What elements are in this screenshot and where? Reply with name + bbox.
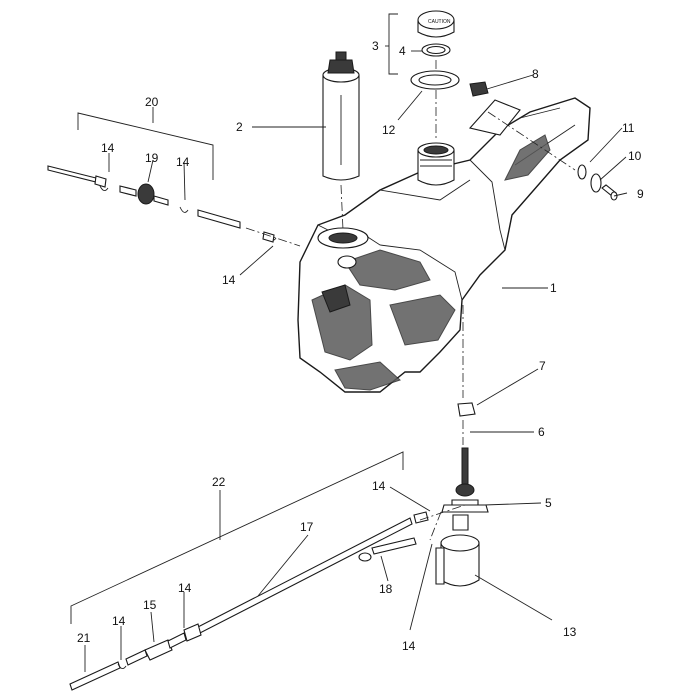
fuel-tank	[297, 97, 591, 393]
fuel-valve-assembly	[441, 402, 489, 513]
callout-14-lower: 14	[402, 639, 416, 653]
callout-7: 7	[539, 359, 546, 373]
callout-14-end: 14	[112, 614, 126, 628]
filter-cup	[435, 514, 480, 587]
callout-17: 17	[300, 520, 314, 534]
fuel-line-assembly	[69, 511, 429, 691]
short-hose	[358, 537, 417, 562]
bracket-lines	[70, 13, 404, 624]
callout-6: 6	[538, 425, 545, 439]
callout-3: 3	[372, 39, 379, 53]
callout-14-left: 14	[101, 141, 115, 155]
clip	[469, 81, 489, 97]
callout-14-upper: 14	[372, 479, 386, 493]
callout-22: 22	[212, 475, 226, 489]
callout-14-mid: 14	[176, 155, 190, 169]
callout-14-tank: 14	[222, 273, 236, 287]
fuel-sender	[322, 51, 360, 181]
callout-4: 4	[399, 44, 406, 58]
callout-5: 5	[545, 496, 552, 510]
cap-gasket	[421, 43, 451, 57]
callout-8: 8	[532, 67, 539, 81]
callout-21: 21	[77, 631, 91, 645]
center-lines	[245, 60, 576, 541]
fuel-cap: CAUTION	[417, 10, 455, 38]
vent-line-assembly	[47, 165, 277, 243]
callout-12: 12	[382, 123, 396, 137]
callout-2: 2	[236, 120, 243, 134]
callout-10: 10	[628, 149, 642, 163]
callout-labels: 1 2 3 4 5 6 7 8 9 10 11 12 13 14 14 14 1…	[77, 39, 644, 653]
callout-19: 19	[145, 151, 159, 165]
filler-gasket	[410, 70, 460, 90]
callout-15: 15	[143, 598, 157, 612]
svg-text:CAUTION: CAUTION	[428, 19, 451, 25]
callout-1: 1	[550, 281, 557, 295]
callout-18: 18	[379, 582, 393, 596]
callout-13: 13	[563, 625, 577, 639]
callout-11: 11	[622, 121, 635, 135]
callout-20: 20	[145, 95, 159, 109]
callout-14-filter: 14	[178, 581, 192, 595]
callout-9: 9	[637, 187, 644, 201]
filler-neck	[417, 142, 455, 186]
leader-lines	[84, 50, 628, 672]
